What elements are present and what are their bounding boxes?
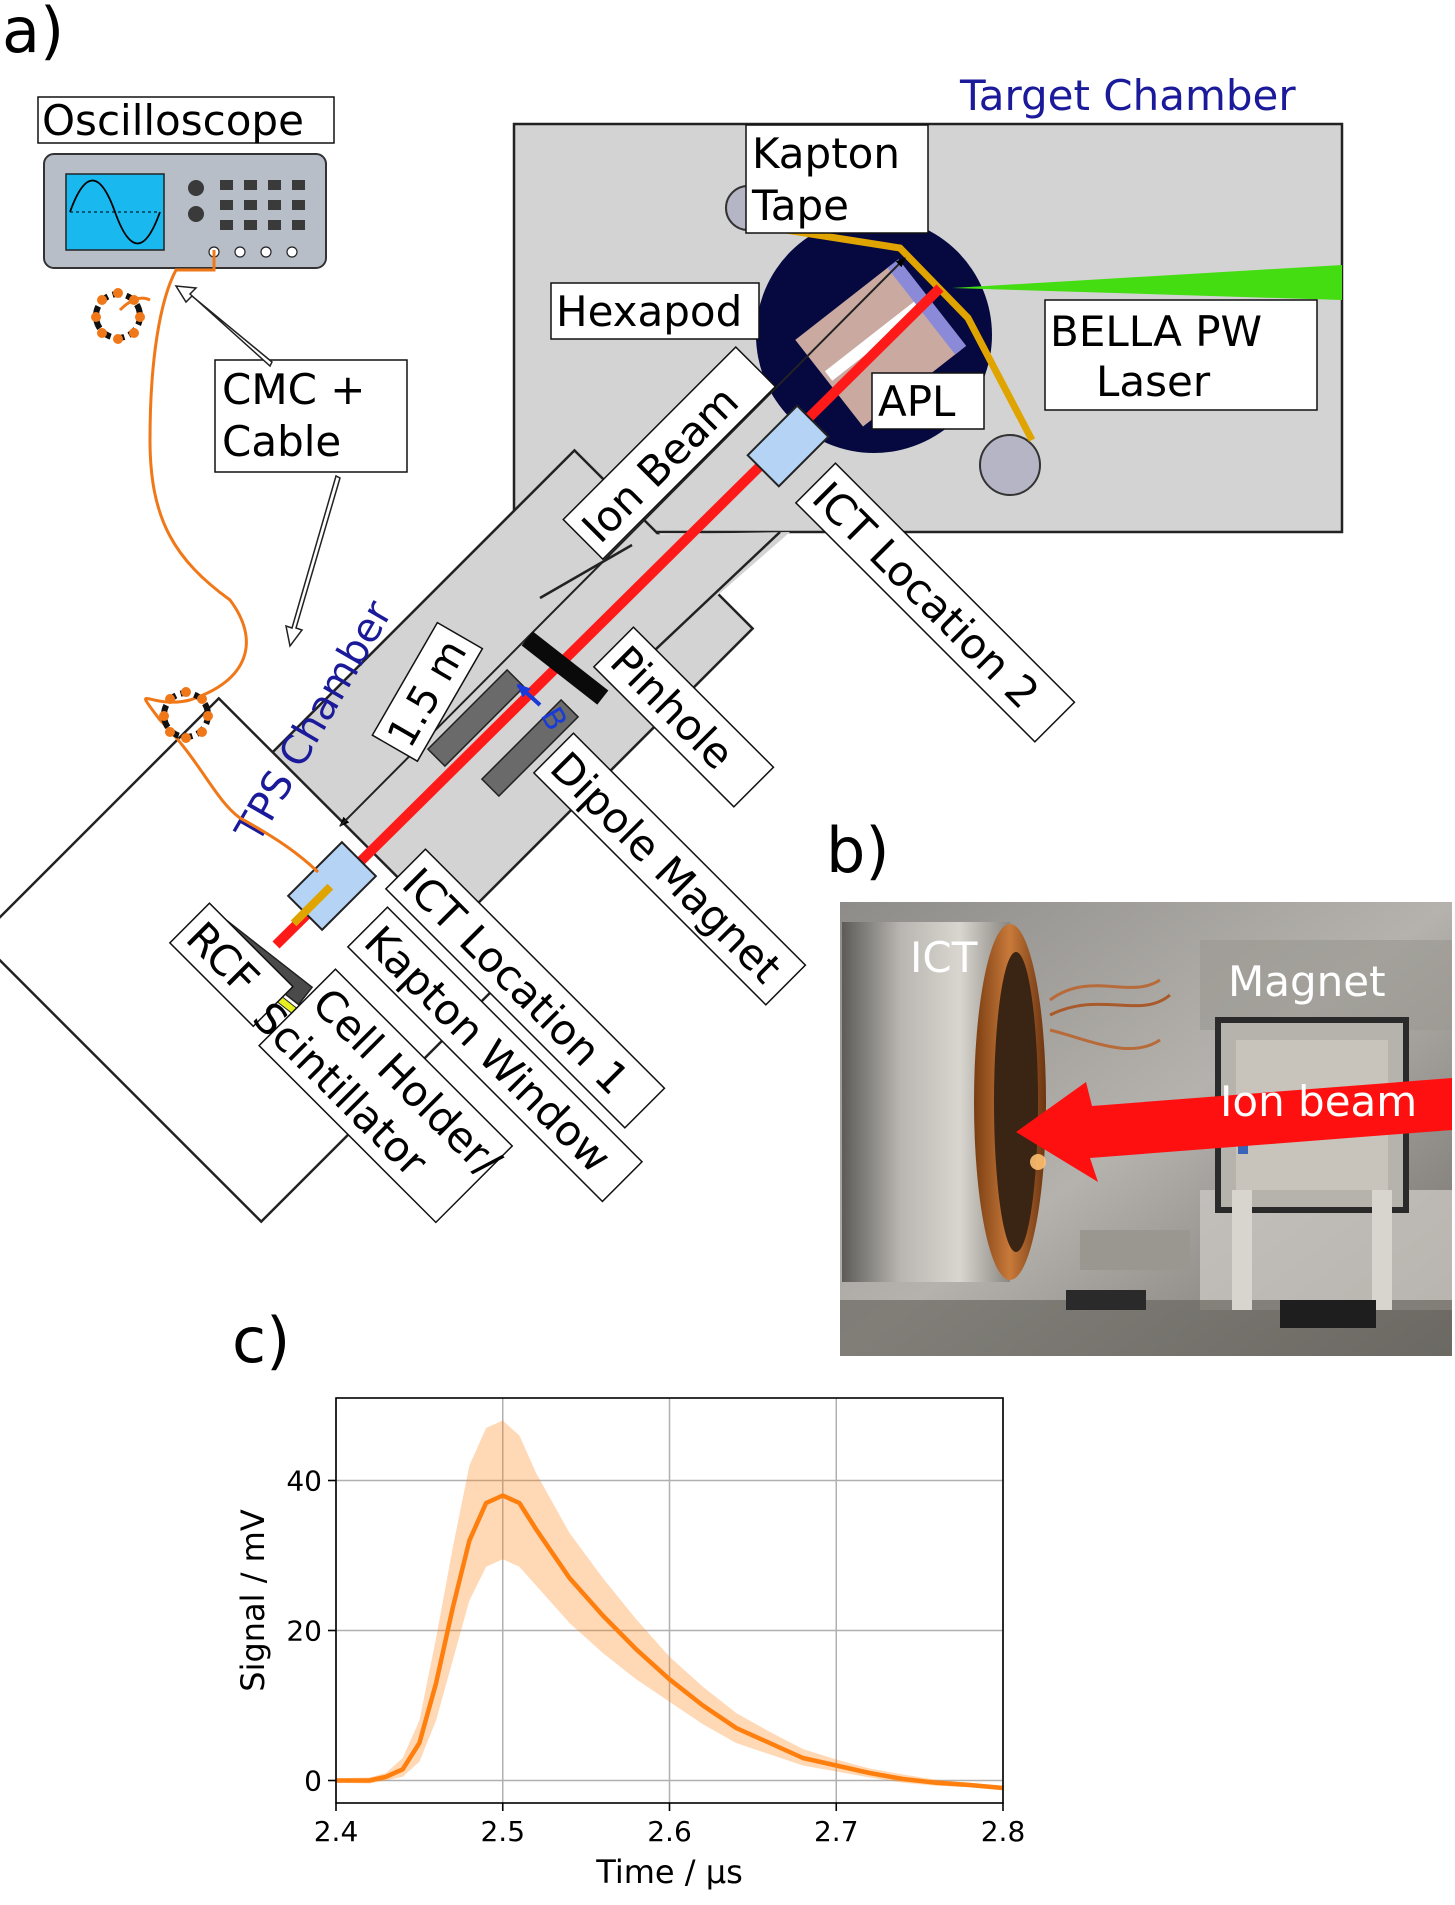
laser-label-box: BELLA PW Laser [1044,299,1318,411]
cmc-ring-top [91,288,145,344]
cmc-ring-bottom [159,687,213,743]
photo-panel: ICT Magnet Ion beam [840,902,1452,1356]
x-tick-label-0: 2.4 [314,1815,359,1848]
ict-location-2 [746,404,830,488]
x-axis-label: Time / μs [595,1853,742,1891]
cmc-arrows [174,285,341,648]
photo-ion-beam-label: Ion beam [1220,1077,1417,1126]
x-tick-label-4: 2.8 [981,1815,1026,1848]
kapton-tape [759,222,1036,442]
bella-laser [952,265,1342,300]
signal-uncertainty-band [336,1420,1003,1791]
ion-beam-line [272,284,944,949]
kapton-tape-label-1: Kapton [752,129,900,178]
x-tick-label-3: 2.7 [814,1815,859,1848]
apl-label: APL [878,377,956,426]
laser-label-1: BELLA PW [1050,307,1262,356]
photo-magnet-label: Magnet [1228,957,1386,1006]
panel-a-label: a) [2,0,64,67]
panel-c-label: c) [232,1304,290,1377]
cmc-label-2: Cable [222,417,341,466]
cmc-label-1: CMC + [222,365,365,414]
b-field-arrow [516,683,542,707]
kapton-spool-bottom [979,434,1041,496]
hexapod-label: Hexapod [556,287,742,336]
y-tick-label-0: 0 [304,1765,322,1798]
photo-ict-label: ICT [910,933,978,982]
laser-label-2: Laser [1096,357,1211,406]
y-tick-label-2: 40 [286,1465,322,1498]
cmc-label-box: CMC + Cable [214,359,408,473]
signal-mean-line [336,1493,1004,1791]
kapton-tape-label-2: Tape [751,181,849,230]
photo-ion-beam-arrow [1016,1078,1452,1182]
dipole-magnet [426,668,580,798]
panel-b-label: b) [826,814,890,887]
oscilloscope: Oscilloscope [37,96,335,269]
apl-label-box: APL [871,372,985,430]
target-chamber-label: Target Chamber [959,71,1296,120]
x-tick-label-2: 2.6 [647,1815,692,1848]
signal-cable [144,250,320,874]
kapton-window [290,883,334,927]
x-tick-label-1: 2.5 [480,1815,525,1848]
y-tick-label-1: 20 [286,1615,322,1648]
y-axis-label: Signal / mV [234,1509,272,1692]
pinhole [521,631,609,705]
oscilloscope-label: Oscilloscope [42,96,304,145]
hexapod-label-box: Hexapod [550,282,760,340]
kapton-tape-label-box: Kapton Tape [745,124,929,234]
